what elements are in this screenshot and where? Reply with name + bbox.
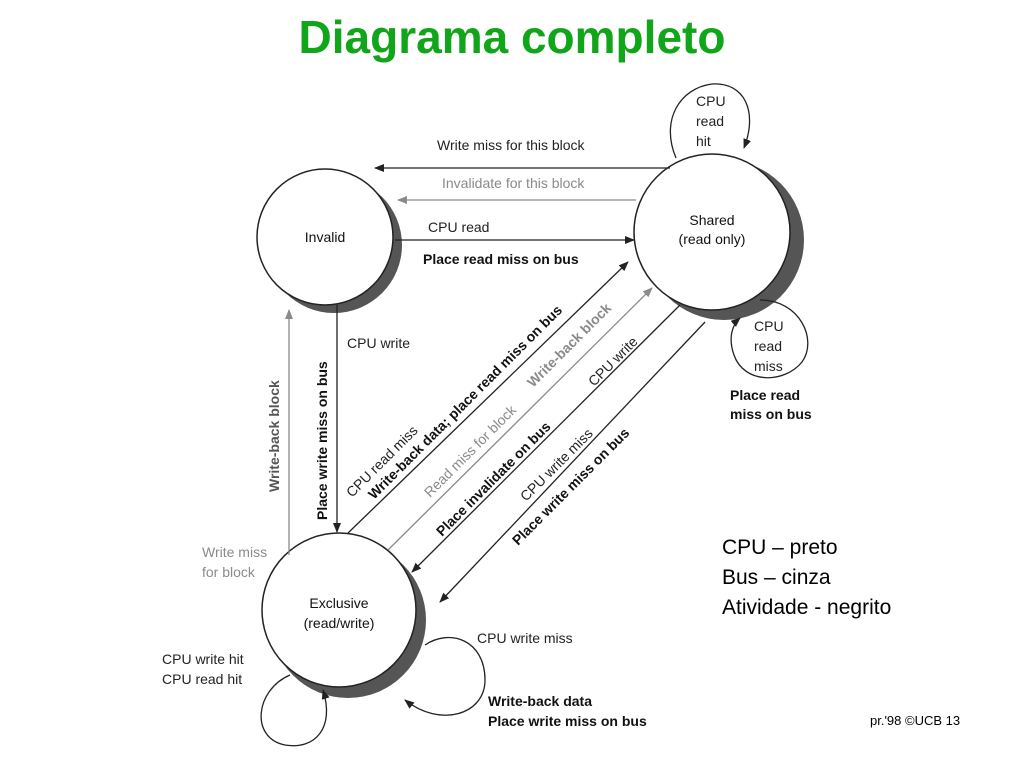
label-place-read-2: miss on bus [730, 406, 812, 422]
label-cpu-write-hit: CPU write hit [162, 651, 244, 667]
label-write-miss-for-block-2: for block [202, 564, 256, 580]
state-exclusive: Exclusive (read/write) [261, 532, 426, 698]
label-write-back-place-read: Write-back data; place read miss on bus [365, 302, 566, 503]
state-shared-label: Shared [689, 212, 734, 228]
loop-shared-read-hit [669, 83, 751, 159]
label-place-write-miss: Place write miss on bus [314, 361, 330, 520]
label-write-back-data: Write-back data [488, 693, 592, 709]
label-place-read-1: Place read [730, 387, 800, 403]
state-invalid-label: Invalid [305, 229, 345, 245]
label-cpu-write-miss: CPU write miss [477, 630, 573, 646]
label-place-write-miss-bus: Place write miss on bus [488, 713, 647, 729]
label-cpu-read: CPU read [428, 219, 489, 235]
state-shared: Shared (read only) [633, 153, 804, 320]
state-shared-sublabel: (read only) [679, 231, 746, 247]
label-write-miss-this-block: Write miss for this block [437, 137, 586, 153]
label-write-miss-for-block-1: Write miss [202, 544, 267, 560]
footer-credit: pr.'98 ©UCB 13 [870, 713, 961, 728]
state-exclusive-label: Exclusive [309, 595, 368, 611]
arrow-exclusive-to-shared-read-miss [387, 287, 653, 551]
label-cpu-read-hit: CPU read hit [162, 671, 242, 687]
legend-bus: Bus – cinza [722, 566, 831, 589]
loop-exclusive-hit [260, 674, 330, 747]
page-title: Diagrama completo [298, 11, 726, 63]
label-cpu-write-diag: CPU write [585, 333, 641, 389]
label-cpu-read-hit-2: read [696, 113, 724, 129]
arrow-shared-to-exclusive-bus [439, 321, 706, 603]
loop-shared-read-miss [730, 299, 809, 379]
label-write-back-block: Write-back block [266, 380, 282, 492]
label-cpu-read-hit-3: hit [696, 133, 711, 149]
arrow-shared-to-exclusive-cpu-write [411, 304, 681, 573]
label-place-read-miss: Place read miss on bus [423, 251, 579, 267]
arrow-exclusive-to-shared-cpu-read-miss [347, 261, 629, 534]
label-cpu-read-miss-3: miss [754, 358, 783, 374]
legend-activity: Atividade - negrito [722, 596, 892, 619]
state-invalid: Invalid [256, 168, 402, 313]
loop-exclusive-write-miss [404, 636, 486, 716]
legend: CPU – preto Bus – cinza Atividade - negr… [722, 533, 891, 623]
state-exclusive-sublabel: (read/write) [304, 615, 375, 631]
label-cpu-write: CPU write [347, 335, 410, 351]
legend-cpu: CPU – preto [722, 536, 838, 559]
label-cpu-read-miss-2: read [754, 338, 782, 354]
label-read-miss-for-block: Read miss for block [421, 401, 520, 500]
label-invalidate-this-block: Invalidate for this block [442, 175, 585, 191]
label-cpu-read-hit-1: CPU [696, 93, 726, 109]
label-cpu-read-miss-1: CPU [754, 318, 784, 334]
